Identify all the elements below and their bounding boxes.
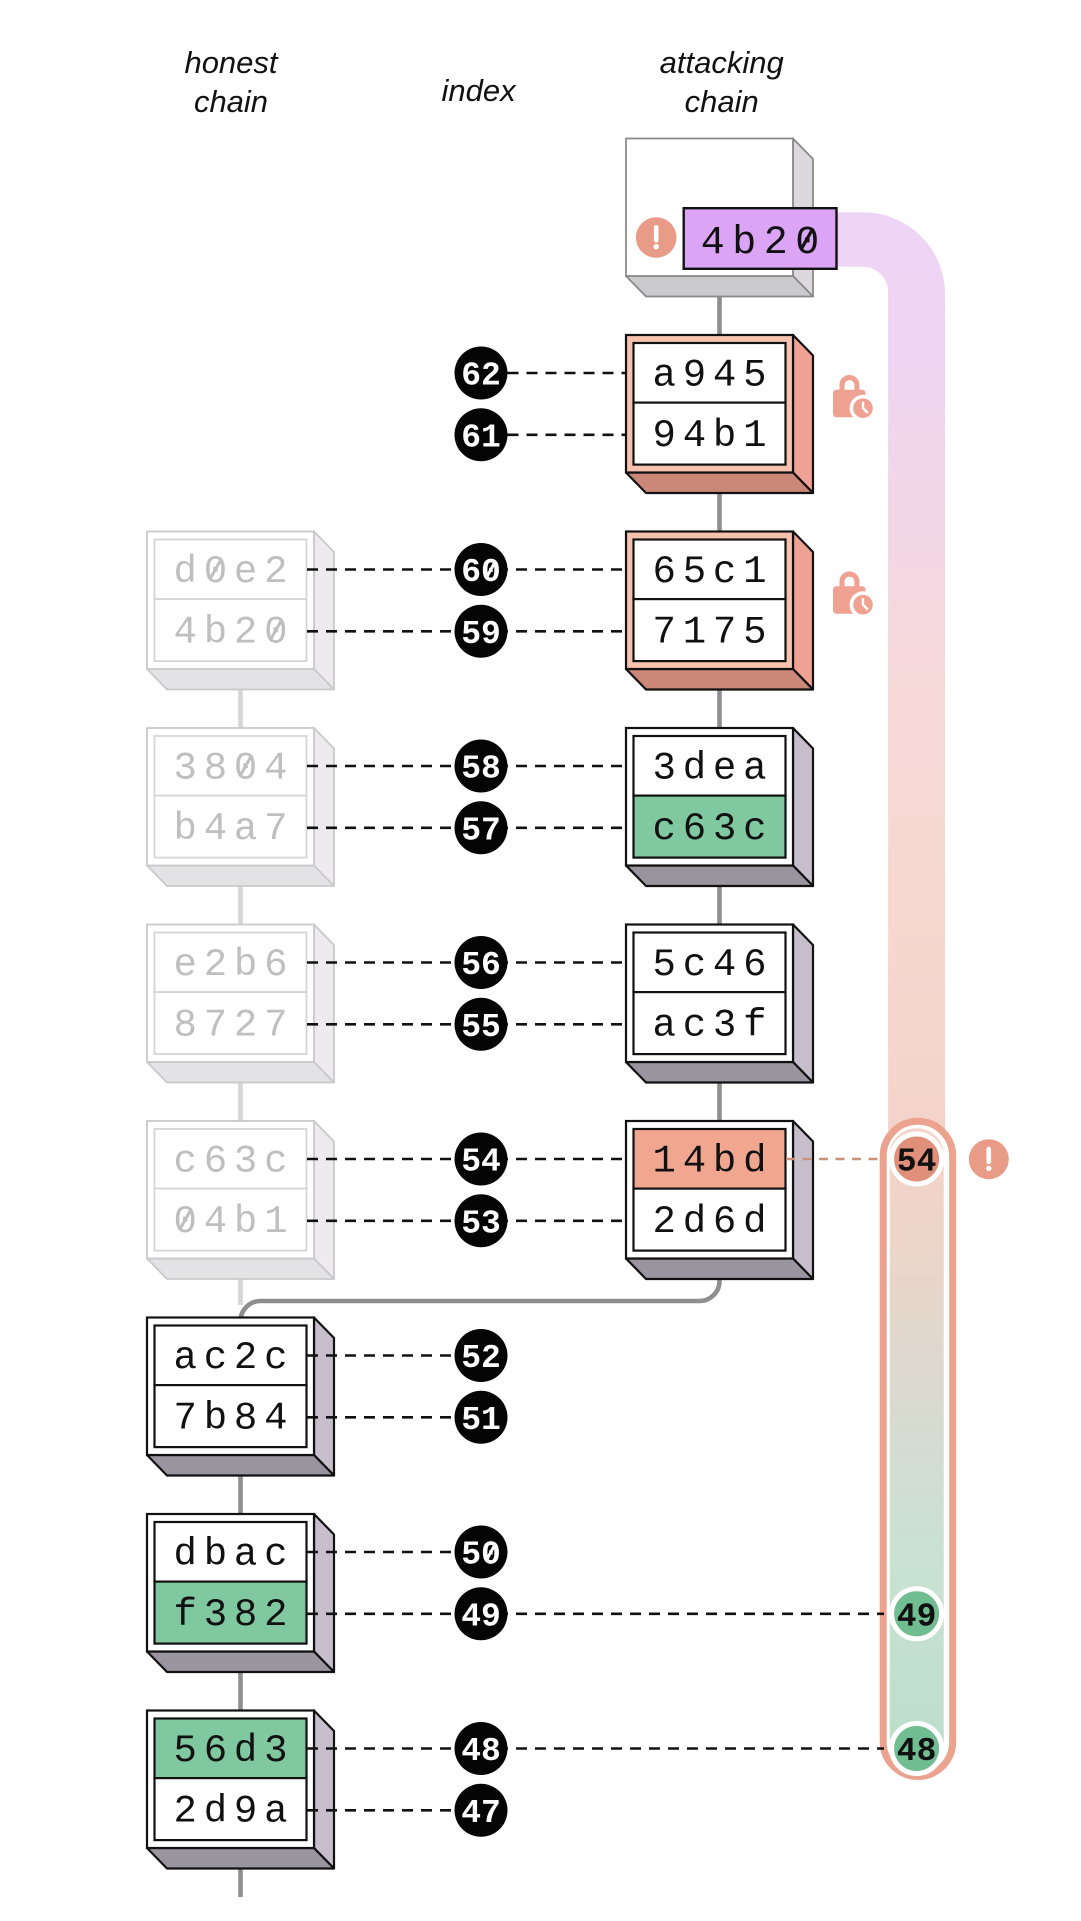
svg-text:honest: honest — [184, 45, 278, 80]
svg-text:chain: chain — [194, 84, 268, 119]
svg-text:54: 54 — [897, 1144, 937, 1181]
svg-text:65c1: 65c1 — [652, 550, 773, 594]
svg-text:57: 57 — [461, 813, 501, 850]
svg-text:62: 62 — [461, 358, 501, 395]
svg-text:50: 50 — [461, 1537, 501, 1574]
svg-text:f382: f382 — [173, 1593, 294, 1637]
svg-text:47: 47 — [461, 1795, 501, 1832]
svg-text:dbac: dbac — [173, 1532, 294, 1576]
svg-text:56d3: 56d3 — [173, 1729, 294, 1773]
svg-text:04b1: 04b1 — [173, 1200, 294, 1244]
svg-text:53: 53 — [461, 1206, 501, 1243]
svg-text:ac3f: ac3f — [652, 1004, 773, 1048]
svg-text:ac2c: ac2c — [173, 1336, 294, 1380]
svg-text:index: index — [442, 73, 518, 108]
svg-text:7175: 7175 — [652, 611, 773, 655]
svg-text:54: 54 — [461, 1144, 501, 1181]
svg-text:48: 48 — [461, 1733, 501, 1770]
svg-text:5c46: 5c46 — [652, 943, 773, 987]
svg-text:14bd: 14bd — [652, 1139, 773, 1183]
svg-text:chain: chain — [685, 84, 759, 119]
svg-text:48: 48 — [897, 1733, 937, 1770]
svg-text:60: 60 — [461, 554, 501, 591]
svg-text:94b1: 94b1 — [652, 414, 773, 458]
svg-text:49: 49 — [897, 1599, 937, 1636]
svg-text:59: 59 — [461, 616, 501, 653]
svg-text:a945: a945 — [652, 353, 773, 397]
svg-text:4b20: 4b20 — [173, 611, 294, 655]
svg-text:4b20: 4b20 — [701, 221, 827, 266]
svg-text:2d9a: 2d9a — [173, 1790, 294, 1834]
svg-text:51: 51 — [461, 1402, 501, 1439]
svg-text:3804: 3804 — [173, 746, 294, 790]
svg-text:55: 55 — [461, 1009, 501, 1046]
svg-text:3dea: 3dea — [652, 746, 773, 790]
svg-text:56: 56 — [461, 947, 501, 984]
svg-text:b4a7: b4a7 — [173, 807, 294, 851]
svg-text:58: 58 — [461, 751, 501, 788]
svg-text:8727: 8727 — [173, 1004, 294, 1048]
svg-text:c63c: c63c — [173, 1139, 294, 1183]
svg-text:d0e2: d0e2 — [173, 550, 294, 594]
svg-text:c63c: c63c — [652, 807, 773, 851]
svg-text:7b84: 7b84 — [173, 1397, 294, 1441]
svg-text:e2b6: e2b6 — [173, 943, 294, 987]
svg-text:2d6d: 2d6d — [652, 1200, 773, 1244]
svg-text:61: 61 — [461, 420, 501, 457]
svg-text:attacking: attacking — [660, 45, 784, 80]
svg-text:52: 52 — [461, 1340, 501, 1377]
svg-text:49: 49 — [461, 1599, 501, 1636]
